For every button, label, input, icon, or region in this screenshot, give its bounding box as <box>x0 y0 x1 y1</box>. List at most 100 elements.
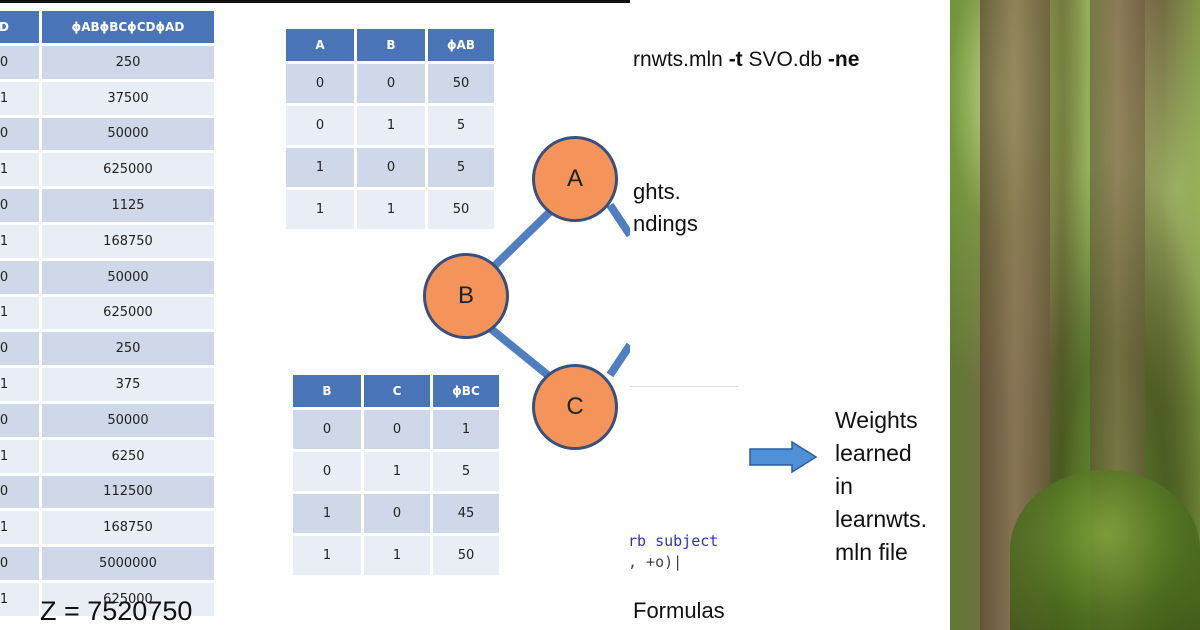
left-table-cell: 5000000 <box>42 547 214 580</box>
left-table-cell: 50000 <box>42 403 214 437</box>
left-table-cell: 1 <box>0 439 39 473</box>
left-table-cell: 1 <box>0 368 39 401</box>
ab-table-cell: 50 <box>428 190 494 229</box>
left-table-cell: 0 <box>0 475 39 509</box>
left-table-cell: 1 <box>0 81 39 115</box>
column-header-d: D <box>0 11 39 43</box>
left-table-cell: 625000 <box>42 582 214 616</box>
partial-text-line-2: ndings <box>633 211 698 236</box>
ab-table-cell: 5 <box>428 106 494 145</box>
left-table-cell: 112500 <box>42 475 214 509</box>
graph-node-b: B <box>423 253 509 339</box>
ab-table-cell: 1 <box>357 106 425 145</box>
left-table-cell: 0 <box>0 189 39 222</box>
left-table-cell: 250 <box>42 46 214 79</box>
ab-table-cell: 1 <box>286 190 354 229</box>
bc-table-cell: 5 <box>433 452 499 491</box>
formulas-label: Formulas <box>633 598 725 623</box>
right-arrow-icon <box>749 440 818 474</box>
ab-header-a: A <box>286 29 354 61</box>
forest-background-image <box>950 0 1200 630</box>
code-panel-divider <box>630 386 738 387</box>
graph-node-a: A <box>532 136 618 222</box>
ab-table-cell: 0 <box>286 64 354 103</box>
left-table-cell: 0 <box>0 117 39 151</box>
left-table-cell: 37500 <box>42 81 214 115</box>
left-table-cell: 375 <box>42 368 214 401</box>
edge-a-right <box>606 202 630 238</box>
top-border-line <box>0 0 630 3</box>
left-table-cell: 0 <box>0 260 39 294</box>
left-table-cell: 1 <box>0 224 39 258</box>
ab-table-cell: 50 <box>428 64 494 103</box>
note-line-3: in <box>835 473 853 499</box>
bc-header-phi: ϕBC <box>433 375 499 407</box>
ab-table-cell: 1 <box>286 148 354 187</box>
ab-table-cell: 0 <box>286 106 354 145</box>
edge-c-right <box>606 342 630 378</box>
bc-header-b: B <box>293 375 361 407</box>
left-table-cell: 168750 <box>42 224 214 258</box>
graph-edges <box>477 199 630 389</box>
command-prefix: rnwts.mln <box>633 48 729 71</box>
left-table-cell: 0 <box>0 332 39 366</box>
ab-header-phi: ϕAB <box>428 29 494 61</box>
ab-table-cell: 5 <box>428 148 494 187</box>
note-line-4: learnwts. <box>835 506 928 532</box>
left-table-cell: 625000 <box>42 296 214 330</box>
bc-header-c: C <box>364 375 430 407</box>
command-line-text: rnwts.mln -t SVO.db -ne <box>633 48 859 72</box>
bc-table-cell: 1 <box>293 536 361 575</box>
command-flag-ne: -ne <box>827 48 860 71</box>
left-table-cell: 0 <box>0 46 39 79</box>
left-table-cell: 1125 <box>42 189 214 222</box>
ab-table-cell: 0 <box>357 148 425 187</box>
bc-table-cell: 1 <box>364 536 430 575</box>
column-header-product: ϕABϕBCϕCDϕAD <box>42 11 214 43</box>
left-table-cell: 250 <box>42 332 214 366</box>
bc-table-cell: 0 <box>364 410 430 449</box>
bc-table-cell: 0 <box>293 410 361 449</box>
bc-table-cell: 50 <box>433 536 499 575</box>
note-line-2: learned <box>835 440 912 466</box>
left-table-cell: 1 <box>0 582 39 616</box>
bc-table-cell: 1 <box>293 494 361 533</box>
partial-text-line-1: ghts. <box>633 179 681 204</box>
ab-table-cell: 1 <box>357 190 425 229</box>
left-table-cell: 625000 <box>42 153 214 187</box>
weights-note: Weights learned in learnwts. mln file <box>835 404 927 569</box>
bc-table-cell: 0 <box>293 452 361 491</box>
left-table-cell: 0 <box>0 403 39 437</box>
code-line-1: rb subject <box>628 532 719 550</box>
note-line-5: mln file <box>835 539 908 565</box>
note-line-1: Weights <box>835 407 918 433</box>
left-table-cell: 1 <box>0 296 39 330</box>
left-table-cell: 50000 <box>42 117 214 151</box>
bc-table-cell: 0 <box>364 494 430 533</box>
left-table-cell: 50000 <box>42 260 214 294</box>
command-db: SVO.db <box>742 48 828 71</box>
